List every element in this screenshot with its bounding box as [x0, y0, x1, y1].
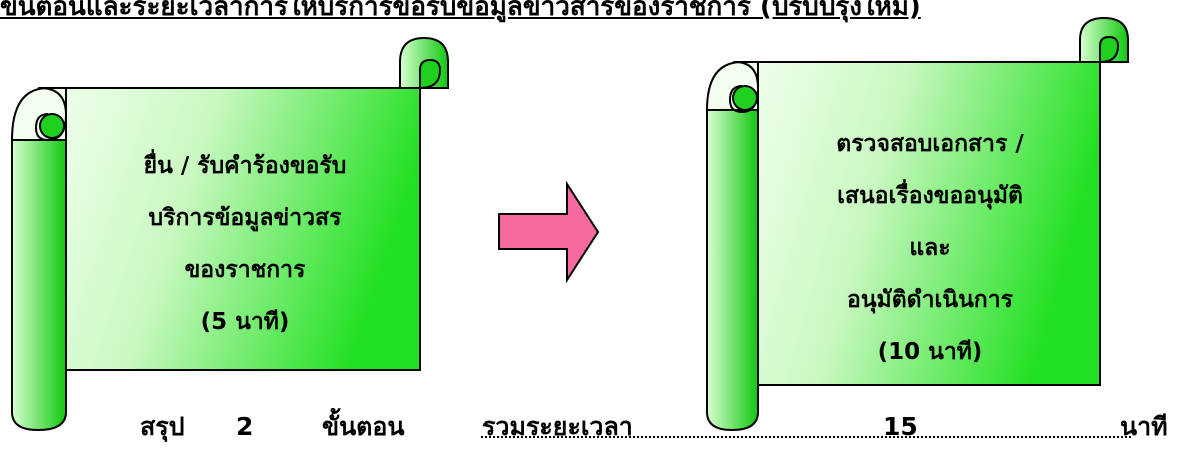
- step-2-text: ตรวจสอบเอกสาร / เสนอเรื่องขออนุมัติ และ …: [760, 118, 1100, 378]
- step-2-line: เสนอเรื่องขออนุมัติ: [837, 183, 1023, 209]
- step-1-text: ยื่น / รับคำร้องขอรับ บริการข้อมูลข่าวสร…: [70, 140, 420, 348]
- summary-unit: นาที: [1120, 412, 1168, 441]
- page-title: ขั้นตอนและระยะเวลาการให้บริการขอรับข้อมู…: [0, 0, 921, 22]
- step-2-line: ตรวจสอบเอกสาร /: [836, 131, 1024, 157]
- step-2-line: และ: [909, 235, 951, 261]
- dotted-underline: [481, 436, 1131, 438]
- step-2-duration: (10 นาที): [877, 339, 983, 365]
- step-2-line: อนุมัติดำเนินการ: [847, 287, 1013, 313]
- summary-total-label: รวมระยะเวลา: [482, 412, 633, 441]
- arrow-icon: [498, 180, 600, 284]
- summary-total-value: 15: [883, 412, 918, 441]
- scroll-step-1: [10, 36, 449, 432]
- step-1-line: บริการข้อมูลข่าวสร: [148, 205, 342, 231]
- step-1-duration: (5 นาที): [200, 309, 290, 335]
- step-1-line: ยื่น / รับคำร้องขอรับ: [143, 153, 347, 179]
- summary-steps-word: ขั้นตอน: [322, 412, 405, 441]
- summary-label: สรุป: [140, 412, 185, 441]
- scroll-step-2: [705, 16, 1129, 432]
- step-1-line: ของราชการ: [184, 257, 306, 283]
- summary-count: 2: [236, 412, 254, 441]
